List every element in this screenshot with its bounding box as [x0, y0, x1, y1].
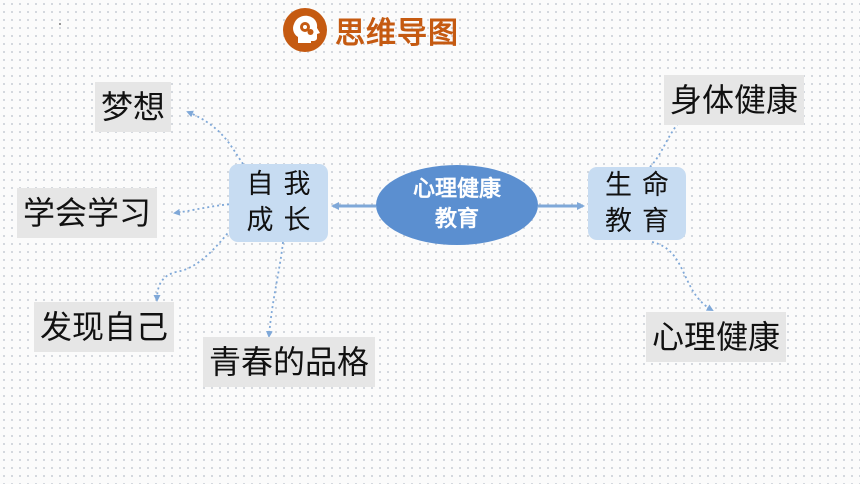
- hub-self-growth-line2: 成长: [246, 205, 321, 236]
- hub-self-growth-line1: 自我: [246, 169, 321, 200]
- leaf-mental-health: 心理健康: [646, 312, 787, 362]
- header: 思维导图: [283, 7, 459, 53]
- page-title: 思维导图: [335, 16, 459, 51]
- head-with-gears-icon: [283, 8, 327, 52]
- center-node-line2: 教育: [434, 207, 479, 232]
- link-to-youth-character: [265, 241, 284, 338]
- hub-life-education-line2: 教育: [605, 205, 679, 237]
- link-to-mental-health: [651, 241, 714, 311]
- link-to-discover-self: [153, 217, 241, 302]
- leaf-physical-health: 身体健康: [664, 75, 805, 125]
- link-to-learn: [173, 203, 235, 216]
- hub-life-education: 生命 教育: [588, 167, 686, 240]
- hub-life-education-line1: 生命: [605, 169, 679, 201]
- hub-self-growth: 自我 成长: [229, 164, 328, 242]
- leaf-dream: 梦想: [95, 82, 172, 132]
- center-node: 心理健康 教育: [376, 165, 538, 245]
- stray-dot: [59, 23, 61, 25]
- leaf-learn-to-learn: 学会学习: [17, 188, 158, 238]
- leaf-youth-character: 青春的品格: [203, 337, 376, 387]
- center-node-line1: 心理健康: [412, 177, 501, 202]
- link-to-physical-health: [649, 108, 694, 168]
- link-to-dream: [186, 110, 247, 169]
- leaf-discover-self: 发现自己: [34, 302, 175, 352]
